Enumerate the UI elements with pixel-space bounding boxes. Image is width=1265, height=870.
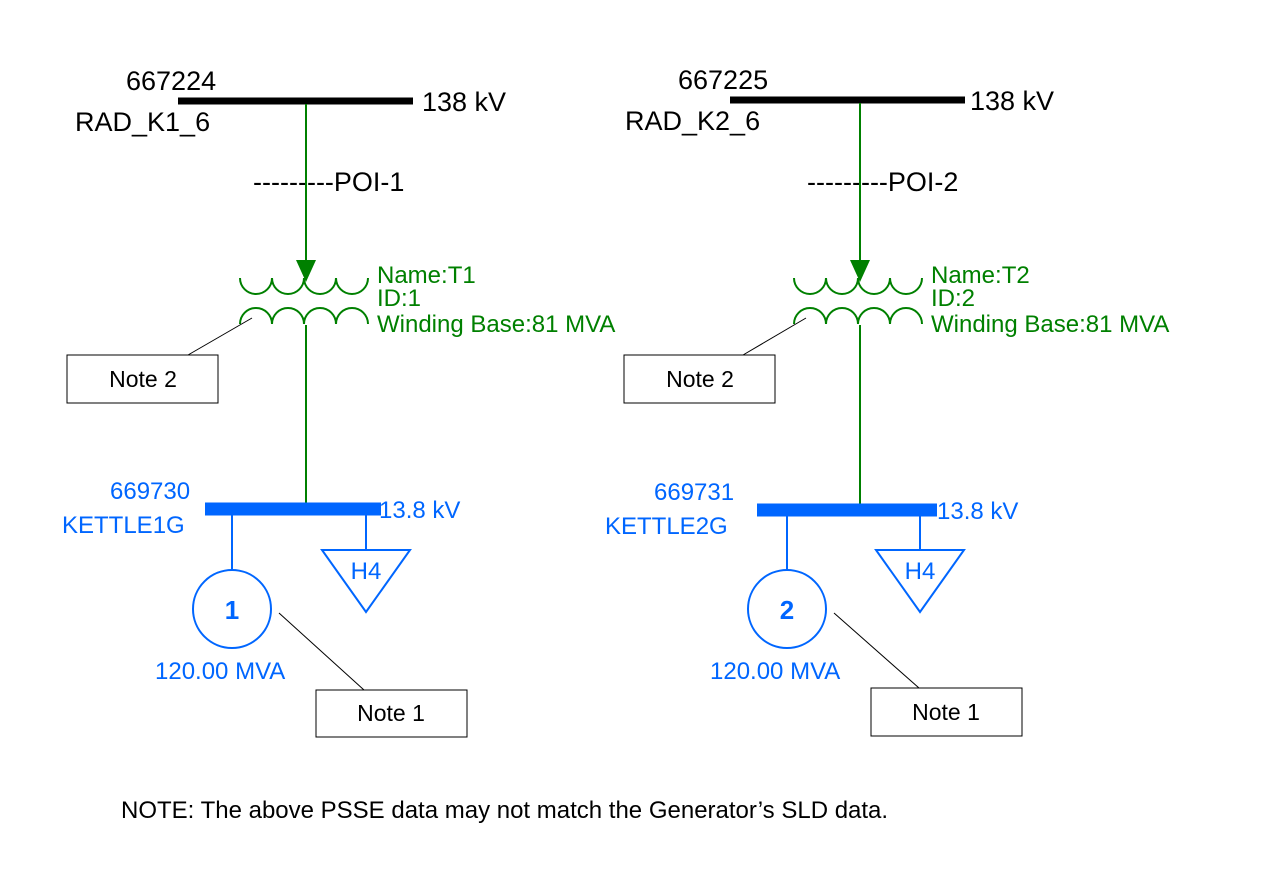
transformer-1[interactable] (239, 277, 369, 325)
lv-bus-voltage-1: 13.8 kV (379, 497, 460, 524)
note-2-label-1: Note 2 (109, 366, 177, 392)
lv-bus-number-2: 669731 (654, 479, 734, 506)
note-1-label-2: Note 1 (912, 699, 980, 725)
generator-rating-1: 120.00 MVA (155, 658, 285, 685)
generator-rating-2: 120.00 MVA (710, 658, 840, 685)
note-2-box-1[interactable] (66, 354, 219, 404)
secondary-winding-2 (793, 307, 923, 325)
transformer-2[interactable] (793, 277, 923, 325)
unit-1: 667224 RAD_K1_6 138 kV ---------POI-1 Na… (62, 66, 615, 738)
load-1[interactable] (320, 549, 412, 614)
primary-winding-1 (239, 277, 369, 295)
generator-1[interactable] (192, 569, 272, 649)
lv-bus-number-1: 669730 (110, 478, 190, 505)
note-1-leader-1 (278, 612, 365, 691)
load-label-1: H4 (351, 558, 382, 585)
load-label-2: H4 (905, 558, 936, 585)
hv-bus-voltage-2: 138 kV (970, 86, 1054, 116)
load-2[interactable] (874, 549, 966, 614)
unit-2: 667225 RAD_K2_6 138 kV ---------POI-2 Na… (605, 65, 1169, 737)
secondary-winding-1 (239, 307, 369, 325)
transformer-winding-1: Winding Base:81 MVA (377, 311, 615, 338)
lv-bus-name-2: KETTLE2G (605, 513, 728, 540)
lv-bus-voltage-2: 13.8 kV (937, 498, 1018, 525)
note-2-leader-1 (187, 317, 253, 356)
poi-label-1: ---------POI-1 (253, 167, 404, 197)
poi-label-2: ---------POI-2 (807, 167, 958, 197)
transformer-arrow-1 (296, 260, 316, 282)
generator-id-1: 1 (225, 595, 239, 625)
note-1-box-1[interactable] (315, 689, 468, 738)
hv-bus-number-1: 667224 (126, 66, 216, 96)
generator-id-2: 2 (780, 595, 794, 625)
primary-winding-2 (793, 277, 923, 295)
note-2-leader-2 (742, 317, 807, 356)
footer-note: NOTE: The above PSSE data may not match … (121, 797, 888, 824)
hv-bus-number-2: 667225 (678, 65, 768, 95)
note-2-box-2[interactable] (623, 354, 776, 404)
lv-bus-name-1: KETTLE1G (62, 512, 185, 539)
note-1-box-2[interactable] (870, 687, 1023, 737)
transformer-id-1: ID:1 (377, 285, 421, 312)
hv-bus-voltage-1: 138 kV (422, 87, 506, 117)
note-2-label-2: Note 2 (666, 366, 734, 392)
transformer-id-2: ID:2 (931, 285, 975, 312)
hv-bus-name-1: RAD_K1_6 (75, 107, 210, 137)
note-1-label-1: Note 1 (357, 700, 425, 726)
transformer-arrow-2 (850, 260, 870, 282)
note-1-leader-2 (833, 612, 920, 689)
transformer-name-2: Name:T2 (931, 262, 1030, 289)
hv-bus-name-2: RAD_K2_6 (625, 106, 760, 136)
generator-2[interactable] (747, 569, 827, 649)
transformer-name-1: Name:T1 (377, 262, 476, 289)
transformer-winding-2: Winding Base:81 MVA (931, 311, 1169, 338)
